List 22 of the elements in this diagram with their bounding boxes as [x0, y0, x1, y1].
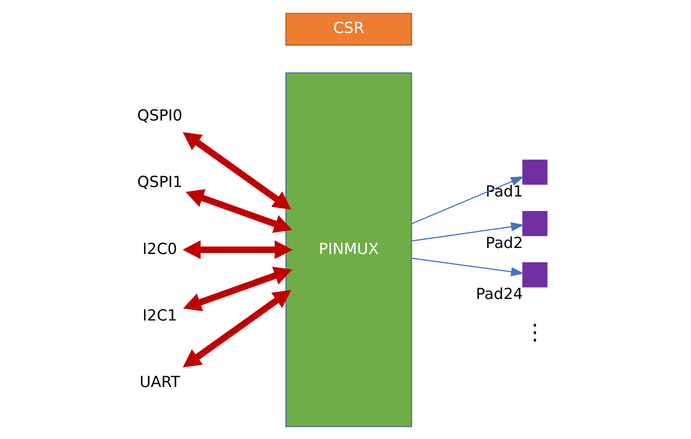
node-text: QSPI0 [136, 106, 182, 124]
node-label: Pad1 [485, 182, 522, 200]
arrow [411, 222, 524, 241]
arrow [185, 188, 292, 232]
arrow [182, 132, 291, 210]
node-text: I2C1 [142, 306, 177, 324]
node-box: CSR [284, 12, 412, 46]
node-box [522, 210, 547, 236]
node-label: Pad24 [475, 284, 522, 303]
node-text: QSPI1 [136, 172, 182, 191]
arrow [411, 257, 524, 276]
node-box [522, 159, 547, 184]
node-label: Pad2 [485, 233, 522, 252]
label: ⋮ [523, 320, 546, 345]
node-text: I2C0 [142, 239, 177, 258]
arrow [182, 240, 292, 259]
node-text: UART [139, 372, 180, 390]
node-box [522, 262, 547, 287]
node-box: PINMUX [284, 72, 412, 427]
arrow [182, 266, 292, 311]
arrow [410, 176, 524, 224]
arrow [182, 289, 291, 367]
